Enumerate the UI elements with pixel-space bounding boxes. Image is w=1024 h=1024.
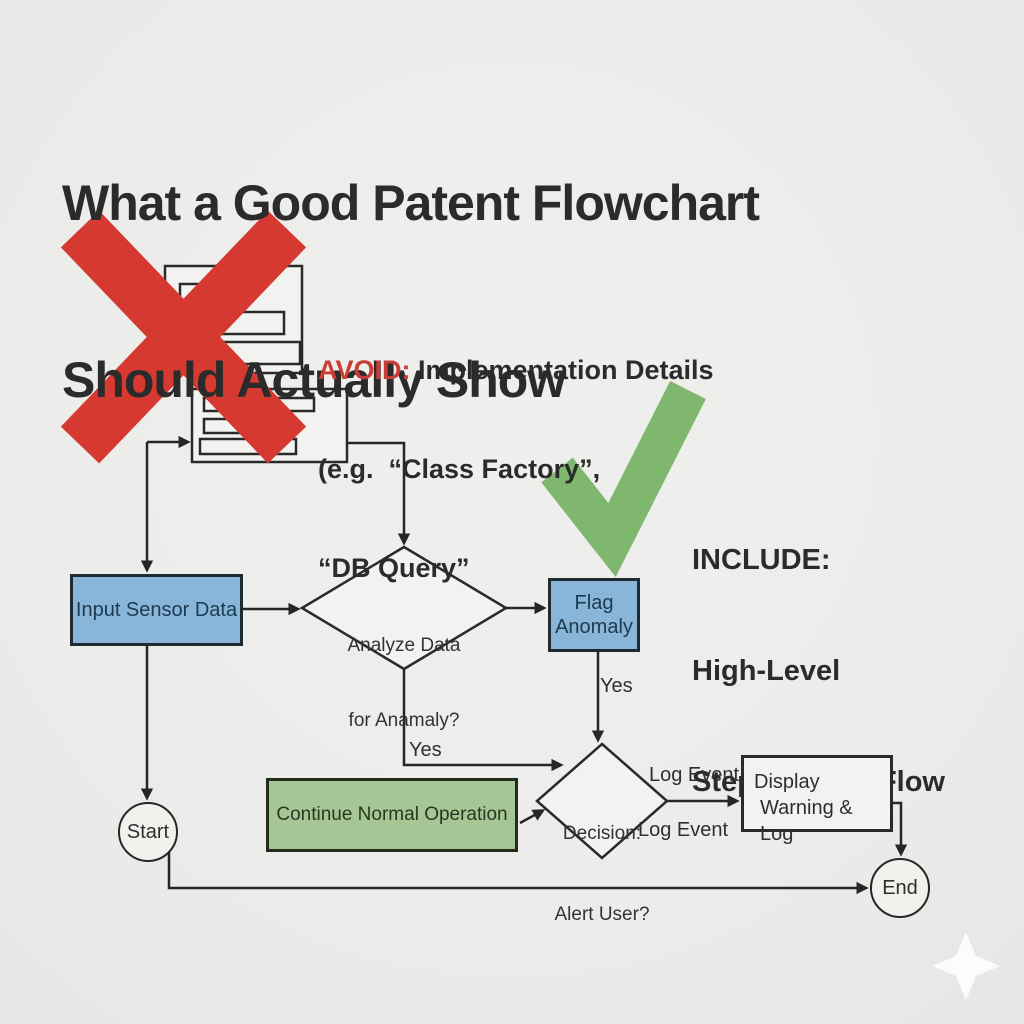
node-input-sensor-data-label: Input Sensor Data xyxy=(75,599,238,621)
decision-diamond xyxy=(535,742,669,860)
avoid-rest: Implementation Details xyxy=(410,355,714,385)
avoid-label: AVOID: xyxy=(318,355,411,385)
flowchart-connectors xyxy=(140,435,908,895)
display-line2: Warning & Log xyxy=(760,797,853,845)
node-display-warning-log: Display Warning & Log xyxy=(741,755,893,845)
green-check-icon xyxy=(541,380,706,578)
analyze-line1: Analyze Data xyxy=(347,635,461,656)
avoid-annotation: AVOID: Implementation Details (e.g. “Cla… xyxy=(318,288,748,618)
edge-label-flag-yes: Yes xyxy=(600,675,633,697)
page-title-line1: What a Good Patent Flowchart xyxy=(62,175,760,231)
avoid-annotation-line2: (e.g. “Class Factory”, xyxy=(318,454,601,484)
decision-line1: Decision: xyxy=(562,823,642,844)
node-decision-alert-user-label: Decision: Alert User? xyxy=(535,766,669,955)
node-end-label: End xyxy=(882,876,918,899)
analyze-diamond xyxy=(299,545,509,671)
decision-line2: Alert User? xyxy=(554,904,650,925)
node-end: End xyxy=(870,858,930,918)
analyze-line2: for Anamaly? xyxy=(348,710,460,731)
node-start-label: Start xyxy=(126,820,170,843)
node-input-sensor-data: Input Sensor Data xyxy=(70,574,243,646)
node-continue-normal-operation: Continue Normal Operation xyxy=(266,778,518,852)
sparkle-icon xyxy=(932,932,1000,1000)
page-title: What a Good Patent Flowchart Should Actu… xyxy=(62,56,922,469)
avoid-annotation-line3: “DB Query” xyxy=(318,553,470,583)
edge-label-log-event-bottom: Log Event xyxy=(638,819,729,841)
node-analyze-data-label: Analyze Data for Anamaly? xyxy=(304,583,504,758)
include-label: INCLUDE: xyxy=(692,544,831,576)
flag-line1: Flag xyxy=(574,592,614,614)
node-start: Start xyxy=(118,802,178,862)
edge-label-log-event-top: Log Event xyxy=(649,764,740,786)
edge-label-analyze-yes: Yes xyxy=(409,739,442,761)
display-line1: Display xyxy=(754,771,820,793)
red-cross-icon xyxy=(60,210,307,464)
page-title-line2: Should Actually Show xyxy=(62,352,566,408)
include-annotation-line2: High-Level xyxy=(692,655,841,687)
node-continue-normal-operation-label: Continue Normal Operation xyxy=(276,804,508,825)
flag-line2: Anomaly xyxy=(555,616,633,638)
avoid-annotation-line1: AVOID: Implementation Details xyxy=(318,354,748,387)
